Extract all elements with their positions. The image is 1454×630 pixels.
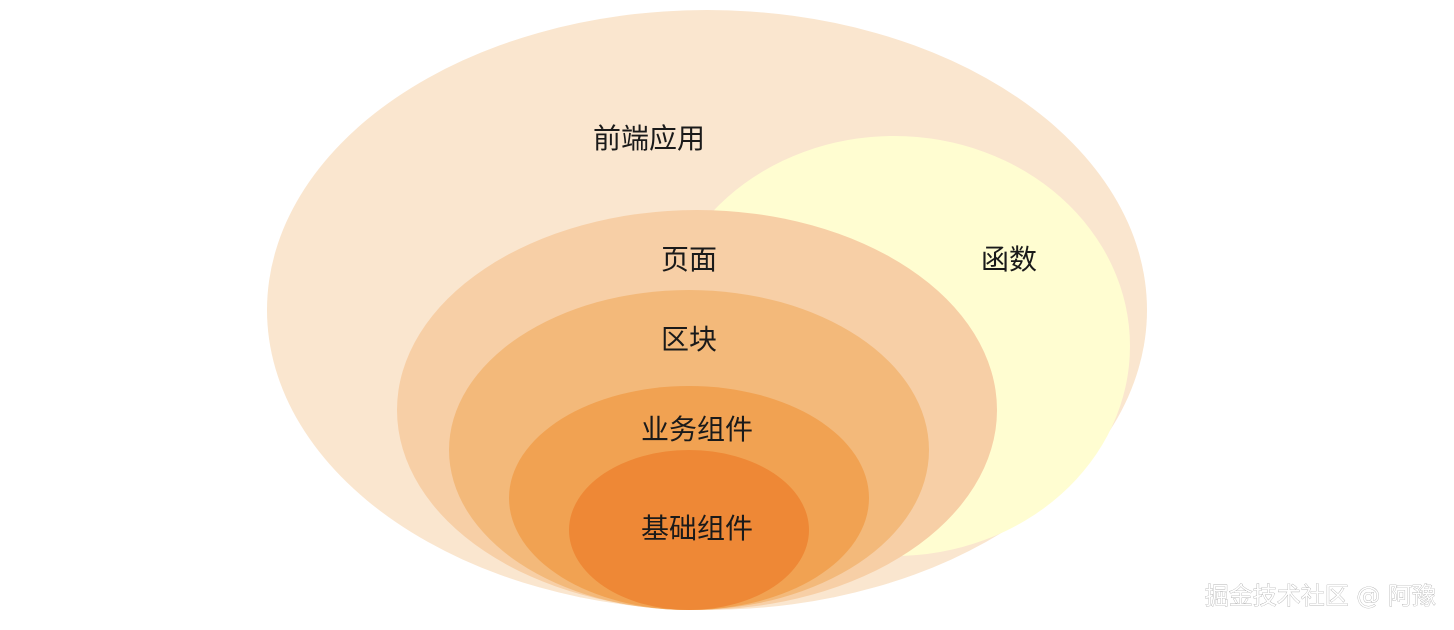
frontend-app-label: 前端应用 xyxy=(593,122,705,155)
business-component-label: 业务组件 xyxy=(641,413,753,446)
base-component-ellipse xyxy=(569,450,809,610)
function-label: 函数 xyxy=(981,243,1037,276)
block-label: 区块 xyxy=(661,323,717,356)
base-component-label: 基础组件 xyxy=(641,512,753,545)
page-label: 页面 xyxy=(661,243,717,276)
watermark: 掘金技术社区 @ 阿豫 xyxy=(1205,582,1436,610)
